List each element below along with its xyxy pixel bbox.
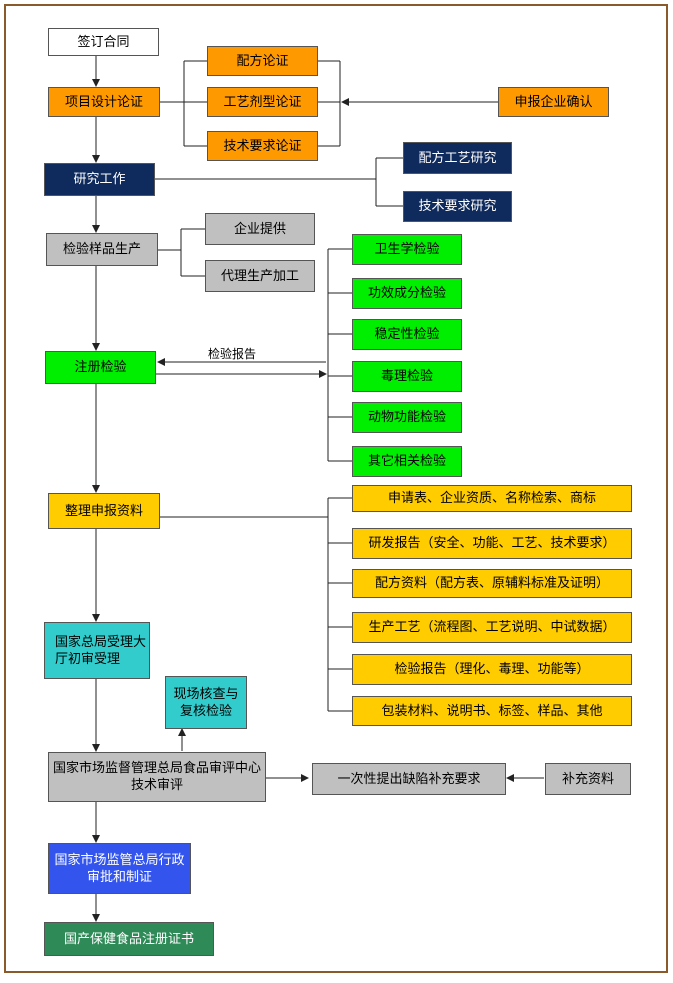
other-test-node: 其它相关检验 [352, 446, 462, 477]
doc-rd-report-node: 研发报告（安全、功能、工艺、技术要求） [352, 528, 632, 559]
diagram-frame [4, 4, 668, 973]
hall-acceptance-node: 国家总局受理大厅初审受理 [44, 622, 150, 679]
animal-test-node: 动物功能检验 [352, 402, 462, 433]
sample-production-node: 检验样品生产 [46, 233, 158, 266]
formula-process-research-node: 配方工艺研究 [403, 142, 512, 174]
research-node: 研究工作 [44, 163, 155, 196]
doc-formula-node: 配方资料（配方表、原辅料标准及证明） [352, 569, 632, 598]
agent-production-node: 代理生产加工 [205, 260, 315, 292]
project-design-node: 项目设计论证 [48, 87, 160, 117]
tech-review-node: 国家市场监督管理总局食品审评中心技术审评 [48, 752, 266, 802]
efficacy-test-node: 功效成分检验 [352, 278, 462, 309]
doc-packaging-node: 包装材料、说明书、标签、样品、其他 [352, 696, 632, 726]
doc-application-node: 申请表、企业资质、名称检索、商标 [352, 485, 632, 512]
doc-test-report-node: 检验报告（理化、毒理、功能等） [352, 654, 632, 685]
formula-node: 配方论证 [207, 46, 318, 76]
admin-approval-node: 国家市场监管总局行政审批和制证 [48, 843, 191, 894]
prepare-docs-node: 整理申报资料 [48, 493, 160, 529]
doc-production-node: 生产工艺（流程图、工艺说明、中试数据） [352, 612, 632, 643]
supplement-node: 补充资料 [545, 763, 631, 795]
tech-req-node: 技术要求论证 [207, 131, 318, 161]
company-provide-node: 企业提供 [205, 213, 315, 245]
stability-test-node: 稳定性检验 [352, 319, 462, 350]
tech-req-research-node: 技术要求研究 [403, 191, 512, 222]
hygiene-test-node: 卫生学检验 [352, 234, 462, 265]
toxicology-test-node: 毒理检验 [352, 361, 462, 392]
defect-request-node: 一次性提出缺陷补充要求 [312, 763, 506, 795]
onsite-check-node: 现场核查与复核检验 [165, 676, 247, 729]
sign-contract-node: 签订合同 [48, 28, 159, 56]
registration-test-node: 注册检验 [45, 351, 156, 384]
process-node: 工艺剂型论证 [207, 87, 318, 117]
test-report-edge-label: 检验报告 [208, 347, 257, 361]
certificate-node: 国产保健食品注册证书 [44, 922, 214, 956]
company-confirm-node: 申报企业确认 [498, 87, 609, 117]
